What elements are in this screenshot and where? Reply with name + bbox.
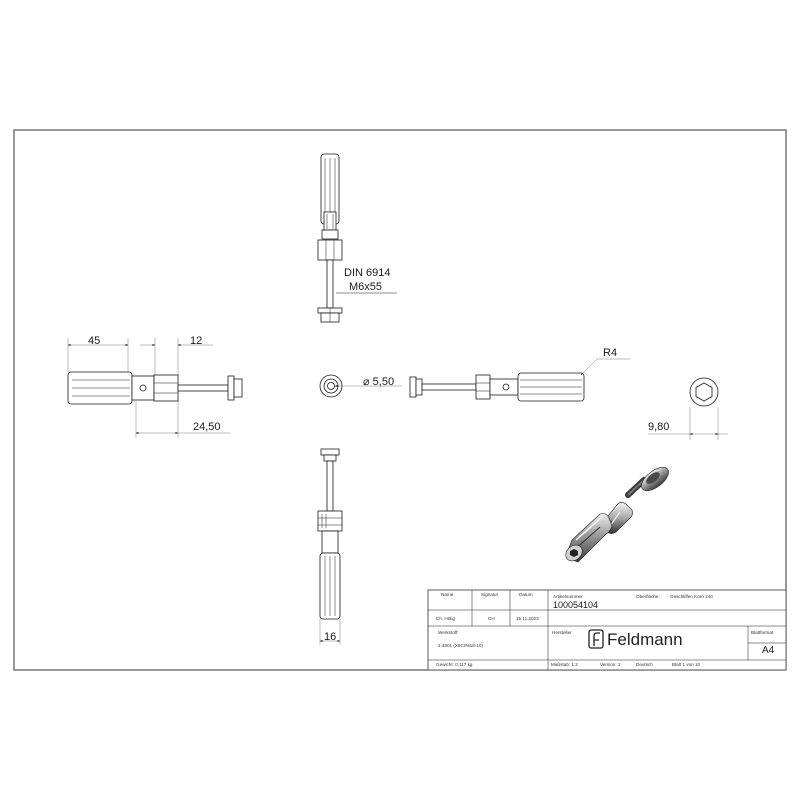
width-dimension: 9,80 — [648, 421, 669, 433]
thread-size-label: M6x55 — [349, 281, 382, 293]
manufacturer-label: Hersteller — [552, 630, 572, 635]
radius-dimension: R4 — [603, 347, 617, 359]
drafter-name: Ch. Hölig — [436, 616, 455, 621]
hole-diameter-dimension: ⌀ 5,50 — [363, 376, 394, 388]
surface-label: Oberfläche: — [636, 594, 660, 599]
bottom-width-dimension: 16 — [324, 631, 336, 643]
material-label: Werkstoff: — [438, 630, 459, 635]
length-dimension: 45 — [88, 335, 100, 347]
standard-label: DIN 6914 — [344, 267, 390, 279]
isometric-view — [565, 467, 669, 563]
datum-column-header: Datum — [519, 592, 533, 597]
sheet-format-value: A4 — [762, 645, 775, 656]
material-value: 1.4301 (X5CrNi18-10) — [438, 643, 483, 648]
top-view: DIN 6914 M6x55 — [317, 153, 397, 323]
head-dimension: 24,50 — [193, 421, 221, 433]
title-block: Name Signatur Datum Ch. Hölig CH 15.11.2… — [427, 589, 787, 671]
drawing-date: 15.11.2023 — [516, 616, 539, 621]
drawing-frame — [13, 129, 787, 671]
feldmann-logo: Feldmann — [588, 629, 683, 649]
nut-dimension: 12 — [190, 335, 202, 347]
sheet-format-label: Blattformat — [751, 630, 774, 635]
right-view: R4 — [409, 347, 630, 402]
sheet-count: Blatt 1 von 10 — [672, 662, 701, 667]
version: Version: 1 — [600, 662, 621, 667]
signatur-column-header: Signatur — [481, 592, 499, 597]
bottom-view: 16 — [317, 448, 343, 645]
weight: Gewicht: 0,117 kg — [436, 662, 473, 667]
language: Deutsch — [636, 662, 653, 667]
end-view: 9,80 — [648, 377, 728, 440]
scale: Maßstab: 1:2 — [551, 662, 578, 667]
name-column-header: Name — [441, 592, 454, 597]
surface-value: Geschliffen Korn 240 — [670, 594, 713, 599]
logo-wordmark: Feldmann — [607, 630, 683, 649]
article-number-label: Artikelnummer — [553, 594, 583, 599]
left-view: 45 12 24,50 — [67, 335, 243, 438]
drafter-signature: CH — [488, 616, 495, 621]
article-number: 100054104 — [553, 600, 598, 610]
center-view: ⌀ 5,50 — [319, 374, 402, 398]
